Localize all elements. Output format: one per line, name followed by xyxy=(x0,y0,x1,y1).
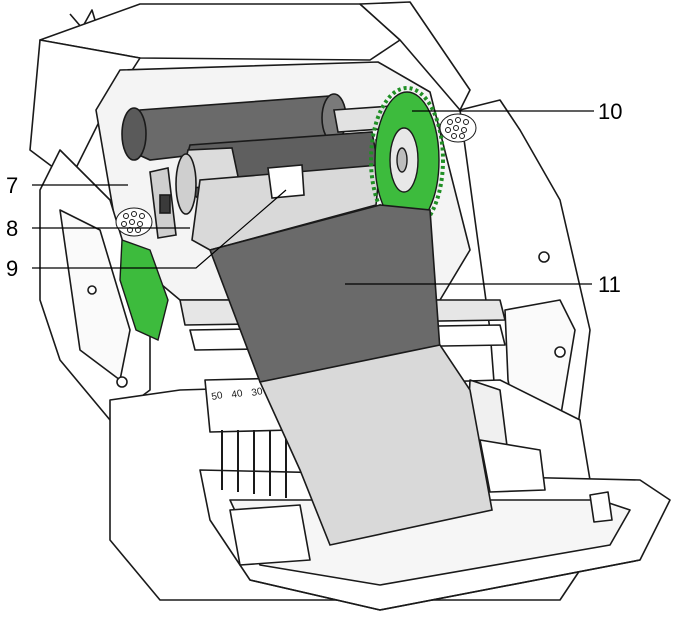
left-screw-1 xyxy=(87,285,97,295)
right-screw-1 xyxy=(538,251,550,263)
ribbon-light-web xyxy=(258,344,493,546)
right-holder xyxy=(479,439,546,493)
transfer-ribbon xyxy=(208,204,493,546)
callout-leaders xyxy=(32,110,594,285)
left-holder xyxy=(229,504,311,566)
adjust-wheel-teeth xyxy=(369,86,445,234)
left-knob-body xyxy=(119,239,169,341)
green-adjust-knob-left xyxy=(119,239,169,341)
scale-40: 40 xyxy=(231,388,244,401)
left-screw-2 xyxy=(116,376,128,388)
vent-grille-left xyxy=(115,207,153,237)
callout-10: 10 xyxy=(598,99,622,124)
scale-30: 30 xyxy=(251,386,264,399)
front-cover-lip xyxy=(249,559,641,611)
callout-7: 7 xyxy=(6,173,18,198)
roll-label-tag xyxy=(267,164,305,199)
callout-11: 11 xyxy=(598,272,621,297)
leader-9 xyxy=(32,189,287,269)
supply-core-end xyxy=(175,153,197,215)
rewind-roll-left-end xyxy=(121,107,147,161)
left-side-inner xyxy=(59,209,131,381)
ribbon-dark-web xyxy=(208,204,441,383)
right-screw-2 xyxy=(554,346,566,358)
scale-numbers: 50 40 30 xyxy=(211,386,264,403)
scale-50: 50 xyxy=(211,390,224,403)
callout-9: 9 xyxy=(6,256,18,281)
lid-right-arm xyxy=(359,1,471,111)
supply-roller-group xyxy=(149,131,413,251)
guide-slots xyxy=(221,430,287,498)
adjust-wheel-axle xyxy=(396,147,408,173)
green-adjust-wheel-right xyxy=(369,86,445,234)
callout-8: 8 xyxy=(6,216,18,241)
lid-left-arm xyxy=(29,39,141,181)
core-holder-clip xyxy=(159,194,171,214)
front-latch xyxy=(589,491,613,523)
vent-grille-right xyxy=(439,113,477,143)
